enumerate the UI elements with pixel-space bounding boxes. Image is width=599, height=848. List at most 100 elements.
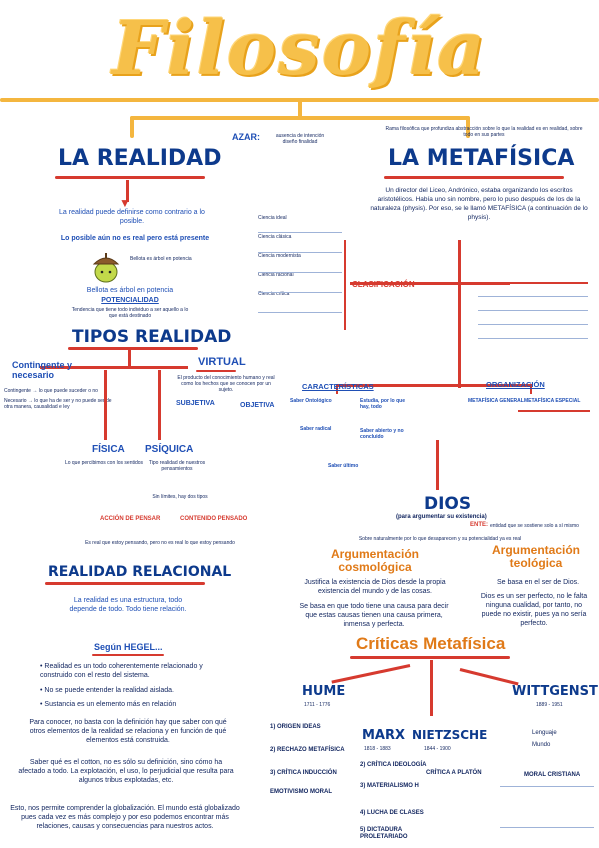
criticas-left — [331, 664, 411, 684]
hegel-b3-text: Sustancia es un elemento más en relación — [44, 701, 177, 708]
organizacion-label: ORGANIZACIÓN — [486, 380, 545, 389]
nietzsche-years: 1844 - 1900 — [424, 746, 451, 752]
hegel-b1-text: Realidad es un todo coherentemente relac… — [40, 663, 203, 679]
marx-items: 2) CRÍTICA IDEOLOGÍA 3) MATERIALISMO H 4… — [360, 762, 440, 841]
relacional-p3: Saber qué es el cotton, no es sólo su de… — [18, 759, 234, 784]
clas-rule-1 — [258, 232, 342, 233]
acorn-caption: Bellota es árbol en potencia — [86, 287, 174, 294]
sin-limites: Sin límites, hay dos tipos — [152, 494, 208, 500]
fisica-note: Lo que percibimos con los sentidos — [64, 460, 144, 466]
teo-p2: Dios es un ser perfecto, no le falta nin… — [480, 593, 588, 627]
realidad-arrow — [126, 180, 129, 202]
branch-bar — [130, 116, 470, 120]
clas-rule-2 — [258, 252, 342, 253]
criticas-mid — [430, 660, 433, 716]
dios-line1: Sobre naturalmente por lo que desaparece… — [358, 536, 522, 542]
meta-general: METAFÍSICA GENERAL — [468, 398, 524, 404]
tipos-heading: TIPOS REALIDAD — [72, 327, 232, 347]
dios-sub: (para argumentar su existencia) — [396, 514, 487, 520]
title-stem — [298, 98, 302, 118]
relacional-underline — [45, 582, 205, 585]
hegel-b3: • Sustancia es un elemento más en relaci… — [40, 701, 177, 708]
marx-item-4: 5) DICTADURA PROLETARIADO — [360, 827, 408, 840]
tipos-underline — [68, 347, 198, 350]
metafisica-vertical — [458, 240, 461, 388]
relacional-p4: Esto, nos permite comprender la globaliz… — [10, 805, 240, 830]
clas-item-1: Ciencia ideal — [258, 215, 287, 221]
criticas-heading: Críticas Metafísica — [356, 634, 506, 653]
potencialidad-note: Tendencia que tiene todo individuo a ser… — [71, 307, 189, 319]
hume-item-4: EMOTIVISMO MORAL — [270, 789, 332, 795]
marx-label: MARX — [362, 728, 406, 743]
azar-label: AZAR: — [232, 132, 260, 142]
hume-item-1: 1) ORIGEN IDEAS — [270, 724, 321, 730]
teo-p1: Se basa en el ser de Dios. — [496, 579, 580, 586]
clas-item-5: Ciencia crítica — [258, 291, 290, 297]
tipos-stem — [128, 350, 131, 368]
metafisica-top-note: Rama filosófica que profundiza abstracci… — [385, 126, 583, 138]
psiquica-foot: Es real que estoy pensando, pero no es r… — [85, 540, 235, 546]
clasificacion-branch — [344, 240, 346, 330]
right-branch — [508, 282, 588, 284]
teologica-label: Argumentación teológica — [491, 543, 580, 570]
clas-rule-4 — [258, 292, 342, 293]
potencialidad-label: POTENCIALIDAD — [101, 297, 159, 304]
hegel-b2: • No se puede entender la realidad aisla… — [40, 687, 174, 694]
relacional-p2: Para conocer, no basta con la definición… — [29, 719, 227, 744]
right-rule-1 — [478, 296, 588, 297]
realidad-arrow-head: ▼ — [119, 196, 131, 210]
marx-item-3: 4) LUCHA DE CLASES — [360, 810, 424, 816]
contingente-note2: Necesario → lo que ha de ser y no puede … — [4, 398, 112, 410]
caract-stem — [336, 384, 338, 394]
hume-years: 1711 - 1776 — [304, 702, 331, 708]
ente-note: entidad que se sostiene solo a sí mismo — [490, 523, 579, 529]
saber-ultimo: Saber último — [328, 463, 359, 469]
caracteristicas-label: CARACTERÍSTICAS — [302, 382, 374, 391]
witt-years: 1889 - 1951 — [536, 702, 563, 708]
wittgenstein-label: WITTGENSTEIN — [512, 684, 599, 699]
psiquica-stem — [158, 370, 161, 440]
objetiva-label: OBJETIVA — [240, 402, 275, 409]
cos-p1: Justifica la existencia de Dios desde la… — [304, 579, 446, 595]
hume-label: HUME — [302, 684, 346, 699]
cosmologica-label: Argumentación cosmológica — [330, 547, 419, 574]
clas-item-2: Ciencia clásica — [258, 234, 292, 240]
clas-rule-5 — [258, 312, 342, 313]
nietzsche-label: NIETZSCHE — [412, 728, 488, 742]
org-stem — [530, 384, 532, 394]
saber-radical: Saber radical — [300, 426, 332, 432]
fisica-label: FÍSICA — [92, 444, 125, 455]
relacional-p1: La realidad es una estructura, todo depe… — [69, 597, 187, 613]
clas-item-4: Ciencia racional — [258, 272, 294, 278]
realidad-heading: LA REALIDAD — [58, 146, 222, 171]
witt-item-3: Mundo — [532, 742, 551, 748]
relacional-heading: REALIDAD RELACIONAL — [48, 564, 232, 580]
saber-ontologico: Saber Ontológico — [290, 398, 332, 404]
witt-item-2: Lenguaje — [532, 730, 557, 736]
meta-especial: METAFÍSICA ESPECIAL — [524, 398, 581, 404]
tipos-bar-left — [40, 366, 130, 369]
acorn-note: Bellota es árbol en potencia — [130, 256, 200, 262]
lower-bar — [336, 384, 532, 387]
marx-years: 1818 - 1883 — [364, 746, 391, 752]
witt-item-1: MORAL CRISTIANA — [524, 772, 581, 778]
tipos-bar-right — [128, 366, 188, 369]
contingente-note1: Contingente → lo que puede suceder o no — [4, 388, 98, 394]
clasificacion-list: Ciencia ideal Ciencia clásica Ciencia mo… — [258, 215, 342, 297]
hegel-b2-text: No se puede entender la realidad aislada… — [44, 687, 174, 694]
hegel-underline — [92, 654, 164, 656]
virtual-note: El producto del conocimiento humano y re… — [177, 375, 275, 393]
virtual-label: VIRTUAL — [198, 356, 246, 368]
realidad-underline — [55, 176, 205, 179]
metafisica-horizontal — [350, 282, 510, 285]
right-rule-3 — [478, 324, 588, 325]
marx-item-2: 3) MATERIALISMO H — [360, 783, 419, 789]
cos-p2: Se basa en que todo tiene una causa para… — [299, 603, 449, 628]
realidad-p1: La realidad puede definirse como contrar… — [59, 209, 205, 225]
criticas-underline — [350, 656, 510, 659]
right-rule-2 — [478, 310, 588, 311]
virtual-underline — [196, 370, 236, 372]
contingente-label: Contingente y necesario — [12, 360, 72, 380]
ente-label: ENTE: — [470, 522, 488, 528]
page-title: Filosofía — [111, 6, 488, 92]
